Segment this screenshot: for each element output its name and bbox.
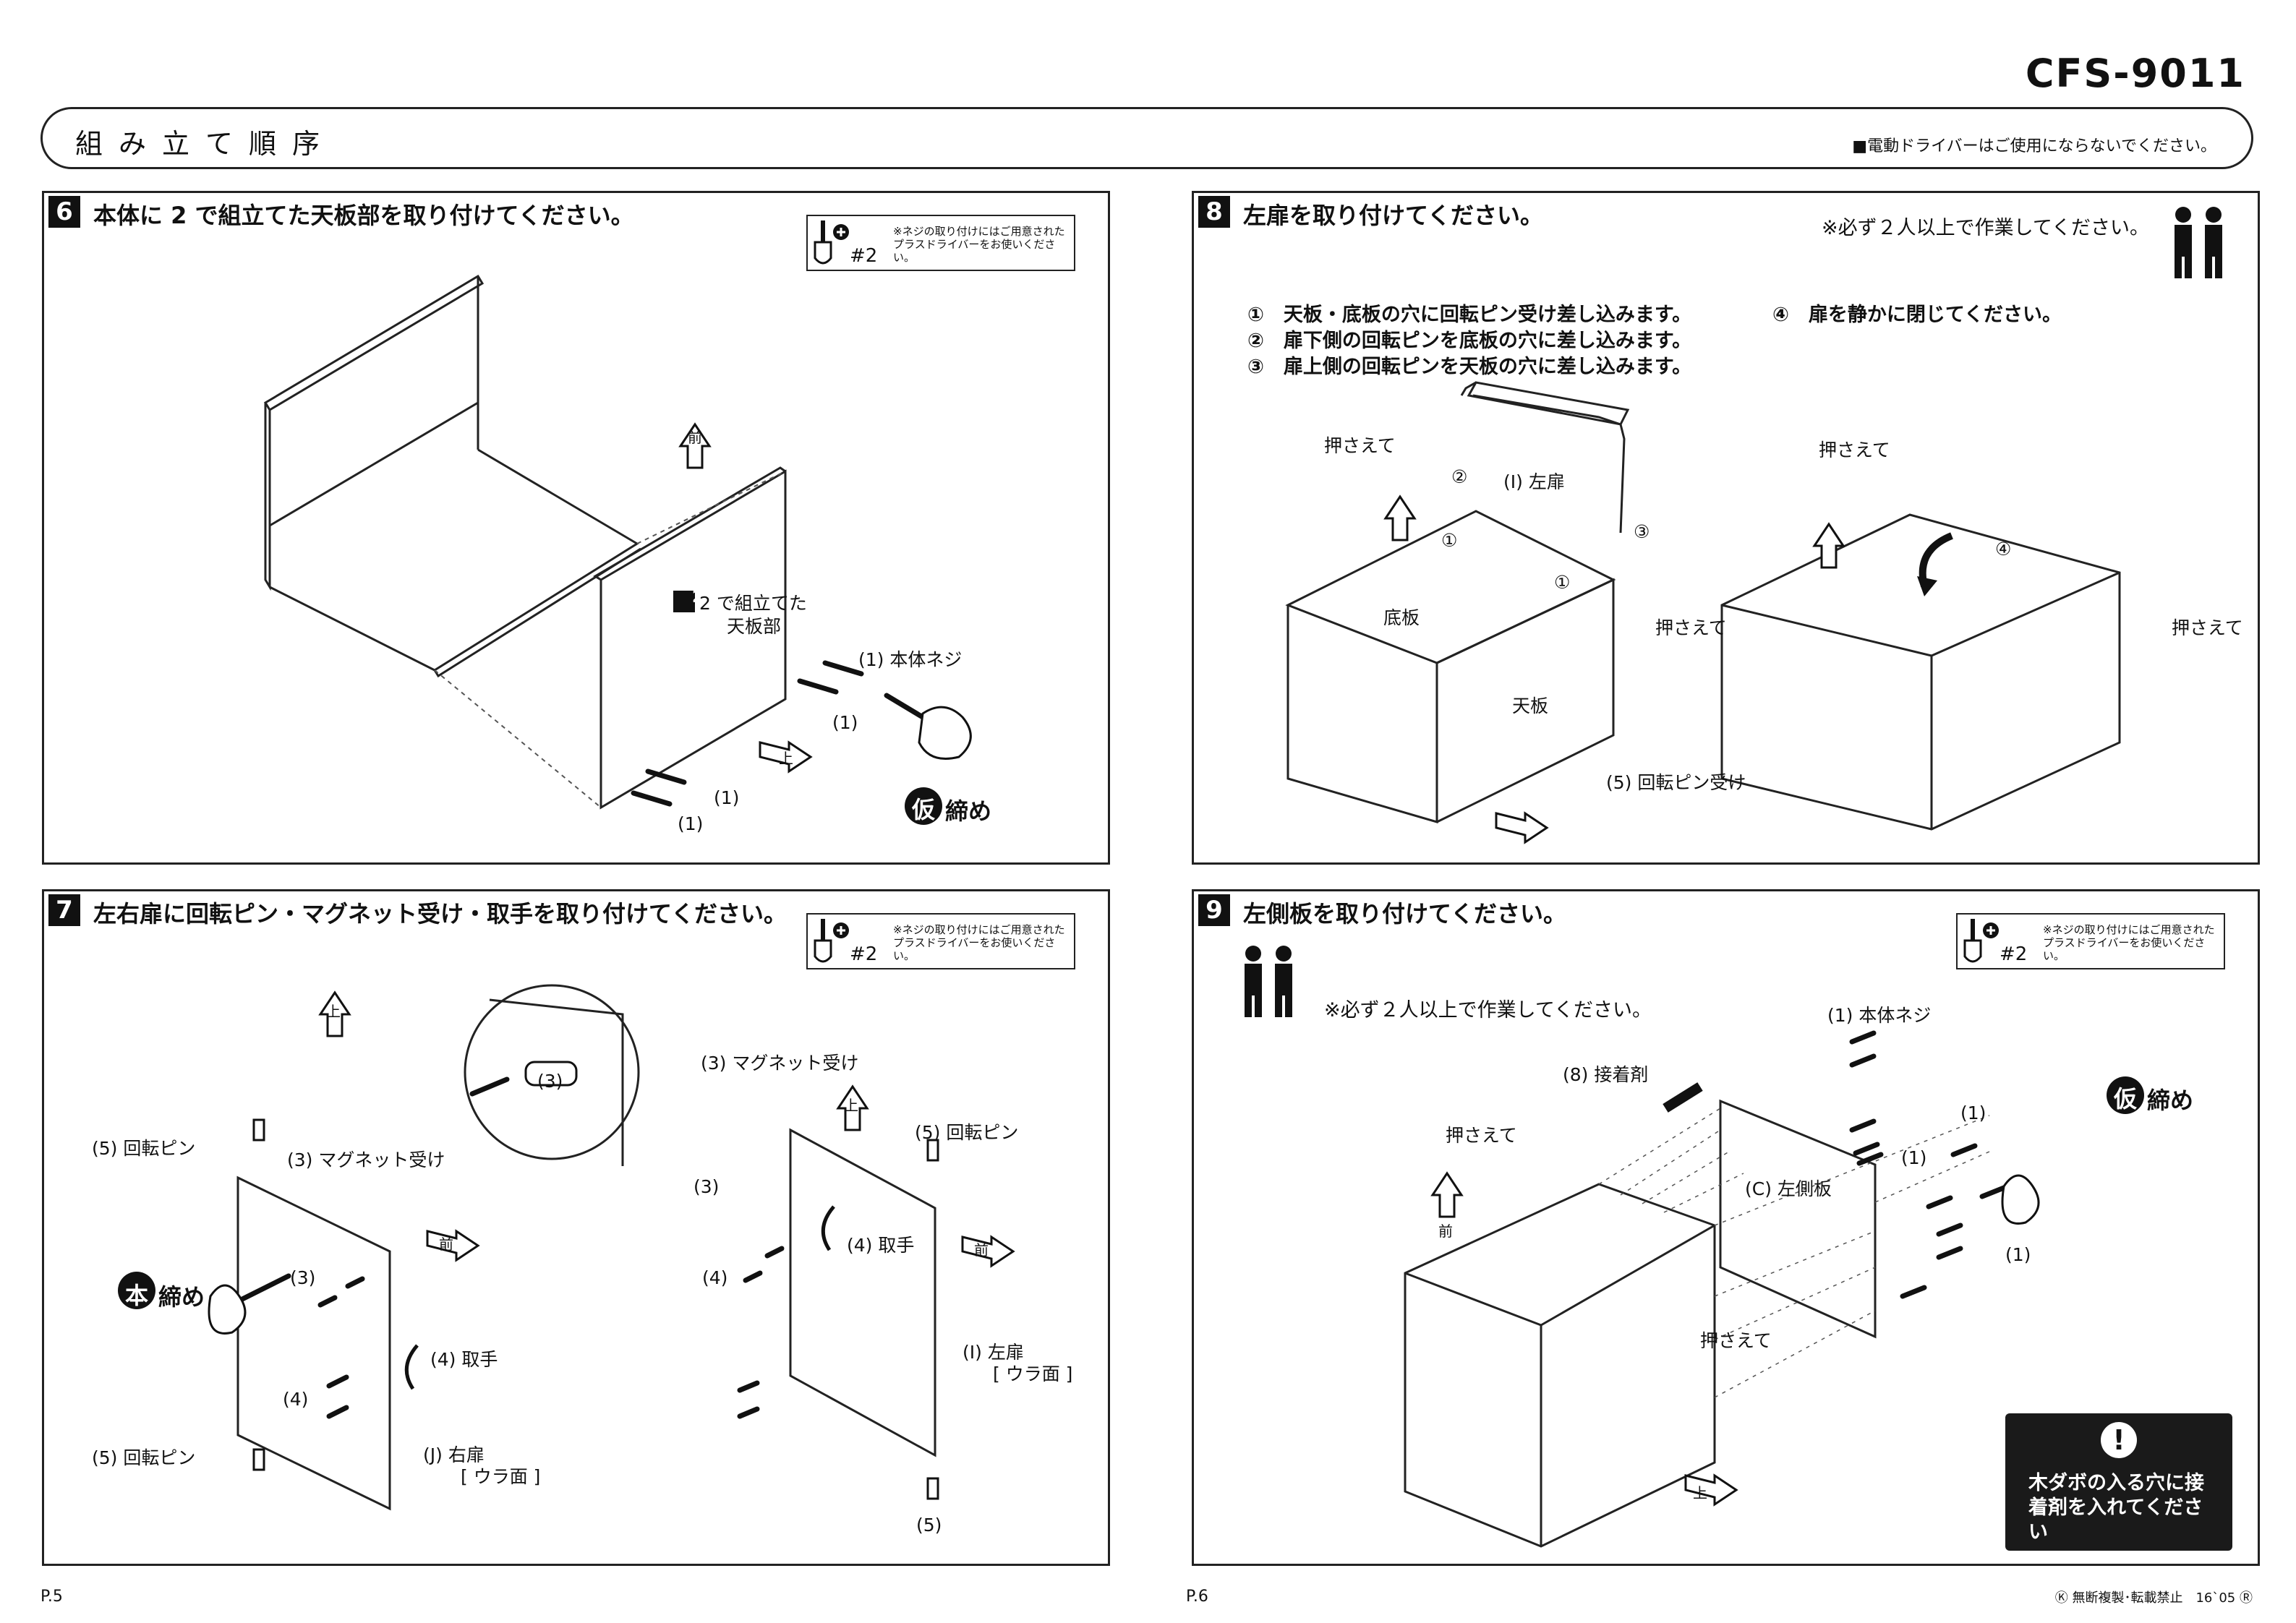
hold-label: 押さえて <box>1655 617 1727 638</box>
screw-count-label: (1) <box>832 712 858 733</box>
two-people-note: ※必ず２人以上で作業してください。 <box>1324 999 1652 1022</box>
circle-1: ① <box>1441 530 1458 551</box>
back-face-label: [ ウラ面 ] <box>461 1466 541 1487</box>
screw-count-label: (1) <box>678 813 704 834</box>
hold-label: 押さえて <box>1324 435 1396 456</box>
magnet-count-label: (3) <box>694 1176 720 1197</box>
screwdriver-note: #2 ※ネジの取り付けにはご用意されたプラスドライバーをお使いください。 <box>1956 913 2225 969</box>
main-screw-label: (1) 本体ネジ <box>858 649 963 670</box>
up-arrow-label: 上 <box>779 750 793 767</box>
page-number-left: P.5 <box>40 1588 63 1606</box>
pivot-pin-count-label: (5) <box>916 1515 942 1536</box>
circle-3: ③ <box>1634 521 1650 542</box>
magnet-receiver-label: (3) マグネット受け <box>287 1149 445 1170</box>
front-arrow-label: 前 <box>1438 1222 1453 1240</box>
glue-label: (8) 接着剤 <box>1563 1064 1649 1085</box>
screw-count-label: (1) <box>1960 1102 1986 1123</box>
page-number-right: P.6 <box>1186 1588 1208 1606</box>
step-number: 9 <box>1198 894 1230 926</box>
glue-warning-box: ! 木ダボの入る穴に接着剤を入れてください <box>2005 1413 2232 1551</box>
two-people-icon <box>2175 207 2222 278</box>
hold-label: 押さえて <box>1446 1125 1517 1146</box>
step-6-panel: 6 本体に 2 で組立てた天板部を取り付けてください。 #2 ※ネジの取り付けに… <box>42 191 1110 865</box>
top-panel-label: 天板 <box>1512 695 1549 716</box>
screwdriver-icon <box>1963 919 1999 963</box>
right-door-label: (J) 右扉 <box>423 1444 485 1465</box>
driver-warning: ■電動ドライバーはご使用にならないでください。 <box>1852 137 2216 155</box>
instruction-step-1: ① 天板・底板の穴に回転ピン受け差し込みます。 <box>1247 304 1692 326</box>
assembled-top-label-2: 天板部 <box>727 616 782 637</box>
temporary-stamp-kanji: 仮 <box>912 796 936 823</box>
copyright-notice: Ⓚ 無断複製･転載禁止 16`05 Ⓡ <box>2054 1590 2253 1606</box>
pivot-pin-label: (5) 回転ピン <box>915 1122 1019 1143</box>
step-title: 左右扉に回転ピン・マグネット受け・取手を取り付けてください。 <box>93 900 788 928</box>
main-screw-label: (1) 本体ネジ <box>1827 1005 1932 1026</box>
side-panel-illustration <box>1404 1030 2144 1548</box>
screw-count-label: (1) <box>2005 1244 2031 1265</box>
handle-label: (4) 取手 <box>430 1349 498 1370</box>
screwdriver-icon <box>814 220 849 265</box>
front-arrow-label: 前 <box>688 429 702 446</box>
instruction-step-3: ③ 扉上側の回転ピンを天板の穴に差し込みます。 <box>1247 356 1692 378</box>
door-parts-illustration <box>118 984 1015 1511</box>
model-number: CFS-9011 <box>2025 51 2245 96</box>
circle-2: ② <box>1451 466 1468 487</box>
screw-count-label: (1) <box>714 787 740 808</box>
header-bar <box>40 107 2253 169</box>
instruction-step-2: ② 扉下側の回転ピンを底板の穴に差し込みます。 <box>1247 330 1692 352</box>
hold-label: 押さえて <box>1819 440 1890 461</box>
final-stamp-kanji: 本 <box>125 1282 149 1309</box>
instruction-step-4: ④ 扉を静かに閉じてください。 <box>1772 304 2062 326</box>
step-number: 7 <box>48 894 80 926</box>
up-arrow-label: 上 <box>1693 1484 1707 1502</box>
magnet-detail-label: (3) <box>537 1071 563 1092</box>
tighten-stamp: 締め <box>158 1283 205 1311</box>
pivot-pin-label: (5) 回転ピン <box>92 1447 196 1468</box>
handle-count-label: (4) <box>702 1267 728 1288</box>
hold-label: 押さえて <box>1700 1330 1772 1351</box>
bottom-panel-label: 底板 <box>1383 607 1420 628</box>
back-face-label: [ ウラ面 ] <box>993 1363 1073 1384</box>
temporary-stamp-kanji: 仮 <box>2114 1085 2138 1113</box>
exclamation-icon: ! <box>2101 1422 2137 1458</box>
step-title: 左側板を取り付けてください。 <box>1243 900 1567 928</box>
front-arrow-label: 前 <box>974 1241 989 1259</box>
screwdriver-note: #2 ※ネジの取り付けにはご用意されたプラスドライバーをお使いください。 <box>806 913 1075 969</box>
assembled-top-label: 2 で組立てた <box>699 593 807 614</box>
tighten-stamp: 締め <box>2147 1087 2194 1114</box>
step-title: 左扉を取り付けてください。 <box>1243 202 1544 229</box>
two-people-icon <box>1245 946 1292 1017</box>
circle-1: ① <box>1554 572 1571 593</box>
up-arrow-label: 上 <box>844 1097 858 1114</box>
left-door-label: (I) 左扉 <box>1503 471 1565 492</box>
door-assembly-illustration <box>1285 381 2121 844</box>
two-people-note: ※必ず２人以上で作業してください。 <box>1822 217 2150 239</box>
magnet-receiver-label: (3) マグネット受け <box>701 1053 859 1074</box>
screwdriver-note: #2 ※ネジの取り付けにはご用意されたプラスドライバーをお使いください。 <box>806 215 1075 271</box>
pin-receiver-label: (5) 回転ピン受け <box>1606 772 1746 793</box>
step-number: 8 <box>1198 196 1230 228</box>
step-number: 6 <box>48 196 80 228</box>
step-7-panel: 7 左右扉に回転ピン・マグネット受け・取手を取り付けてください。 #2 ※ネジの… <box>42 889 1110 1566</box>
step-8-panel: 8 左扉を取り付けてください。 ※必ず２人以上で作業してください。 ① 天板・底… <box>1192 191 2260 865</box>
step-title: 本体に 2 で組立てた天板部を取り付けてください。 <box>93 202 634 229</box>
circle-4: ④ <box>1995 539 2012 560</box>
page-title: 組み立て順序 <box>75 128 336 160</box>
handle-label: (4) 取手 <box>847 1235 915 1256</box>
handle-count-label: (4) <box>283 1389 309 1410</box>
tighten-stamp: 締め <box>945 797 992 825</box>
up-arrow-label: 上 <box>326 1003 341 1020</box>
step-9-panel: 9 左側板を取り付けてください。 #2 ※ネジの取り付けにはご用意されたプラスド… <box>1192 889 2260 1566</box>
magnet-count-label: (3) <box>290 1267 316 1288</box>
left-side-panel-label: (C) 左側板 <box>1745 1178 1832 1199</box>
screwdriver-icon <box>814 919 849 963</box>
left-door-label: (I) 左扉 <box>963 1342 1024 1363</box>
front-arrow-label: 前 <box>439 1236 453 1253</box>
screw-count-label: (1) <box>1901 1147 1927 1168</box>
glue-warning-text: 木ダボの入る穴に接着剤を入れてください <box>2028 1472 2204 1543</box>
assembly-illustration-6 <box>263 274 972 825</box>
pivot-pin-label: (5) 回転ピン <box>92 1138 196 1159</box>
hold-label: 押さえて <box>2172 617 2243 638</box>
